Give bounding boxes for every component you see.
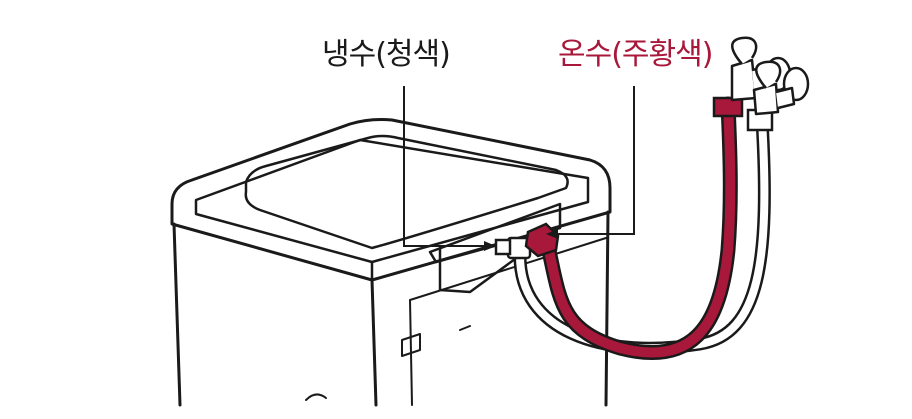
- washer-top-outline: [170, 118, 612, 282]
- water-faucets: [730, 36, 810, 116]
- hot-inlet-connector: [524, 222, 560, 258]
- cold-leader-arrow: [484, 241, 496, 251]
- washer-back-panel: [370, 202, 562, 282]
- washer-side-right-edge: [604, 210, 610, 407]
- cold-faucet: [752, 60, 810, 116]
- cold-water-hose: [494, 108, 774, 355]
- hot-tap-connector: [712, 96, 744, 118]
- hot-water-hose: [524, 96, 744, 360]
- washing-machine: [170, 118, 612, 407]
- hot-leader-arrow: [546, 229, 558, 239]
- washer-front-left-edge: [172, 222, 182, 407]
- washer-lid-window: [244, 134, 569, 250]
- callout-leaders: [403, 86, 635, 251]
- hot-water-label: 온수(주황색): [558, 37, 713, 72]
- cold-water-label: 냉수(청색): [322, 37, 451, 72]
- cold-inlet-nut: [494, 238, 512, 256]
- hot-leader-line: [556, 86, 635, 235]
- cold-leader-line: [403, 86, 486, 247]
- washer-front-right-edge: [370, 278, 378, 407]
- washer-side-panel-detail: [401, 237, 607, 406]
- washer-bottom-vent: [305, 393, 327, 401]
